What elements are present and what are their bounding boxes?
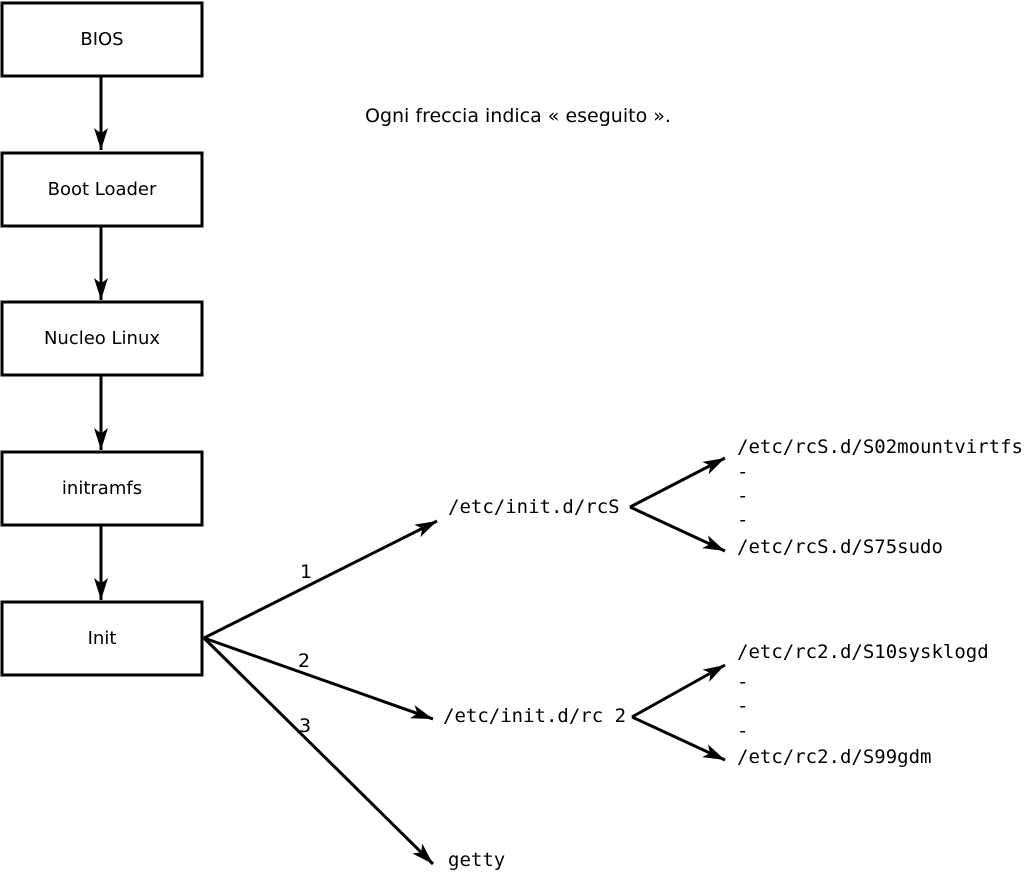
flow-box-bios: BIOS: [0, 1, 204, 78]
rc2-fork-upper-arrow-icon: [631, 663, 726, 719]
rcs-ellipsis-dash: -: [737, 509, 748, 531]
target-rc2: /etc/init.d/rc 2: [443, 705, 626, 727]
nucleo-linux-label: Nucleo Linux: [44, 328, 160, 349]
bios-box: [0, 1, 204, 78]
flow-box-boot-loader: Boot Loader: [0, 151, 204, 228]
init-box: [0, 600, 204, 677]
arrow-init-to-rc2-icon: [203, 636, 434, 721]
arrow-init-to-rcs-icon: [203, 519, 438, 640]
rcs-fork: /etc/rcS.d/S02mountvirtfs - - - /etc/rcS…: [629, 436, 1023, 558]
flow-box-init: Init: [0, 600, 204, 677]
rc2-first-script: /etc/rc2.d/S10sysklogd: [737, 641, 989, 663]
rcs-fork-upper-arrow-icon: [629, 456, 726, 509]
initramfs-label: initramfs: [62, 478, 142, 499]
rc2-ellipsis-dash: -: [737, 671, 748, 693]
rcs-ellipsis-dash: -: [737, 485, 748, 507]
branch-number-2: 2: [298, 650, 310, 672]
target-rcs: /etc/init.d/rcS: [448, 496, 620, 518]
caption: Ogni freccia indica « eseguito ».: [365, 105, 671, 127]
branch-number-1: 1: [300, 561, 312, 583]
rcs-ellipsis-dash: -: [737, 461, 748, 483]
rc2-last-script: /etc/rc2.d/S99gdm: [737, 746, 931, 768]
arrow-init-to-getty-icon: [202, 636, 435, 866]
init-label: Init: [88, 628, 117, 649]
rcs-first-script: /etc/rcS.d/S02mountvirtfs: [737, 436, 1023, 458]
rc2-fork-lower-arrow-icon: [631, 715, 726, 762]
target-getty: getty: [448, 849, 505, 871]
flow-box-initramfs: initramfs: [0, 450, 204, 527]
branch-number-3: 3: [299, 715, 311, 737]
boot-loader-box: [0, 151, 204, 228]
rcs-last-script: /etc/rcS.d/S75sudo: [737, 536, 943, 558]
boot-loader-label: Boot Loader: [48, 179, 157, 200]
initramfs-box: [0, 450, 204, 527]
rc2-ellipsis-dash: -: [737, 720, 748, 742]
bios-label: BIOS: [80, 29, 123, 50]
flow-box-nucleo-linux: Nucleo Linux: [0, 300, 204, 377]
rc2-ellipsis-dash: -: [737, 695, 748, 717]
rcs-fork-lower-arrow-icon: [629, 505, 726, 553]
rc2-fork: /etc/rc2.d/S10sysklogd - - - /etc/rc2.d/…: [631, 641, 989, 768]
